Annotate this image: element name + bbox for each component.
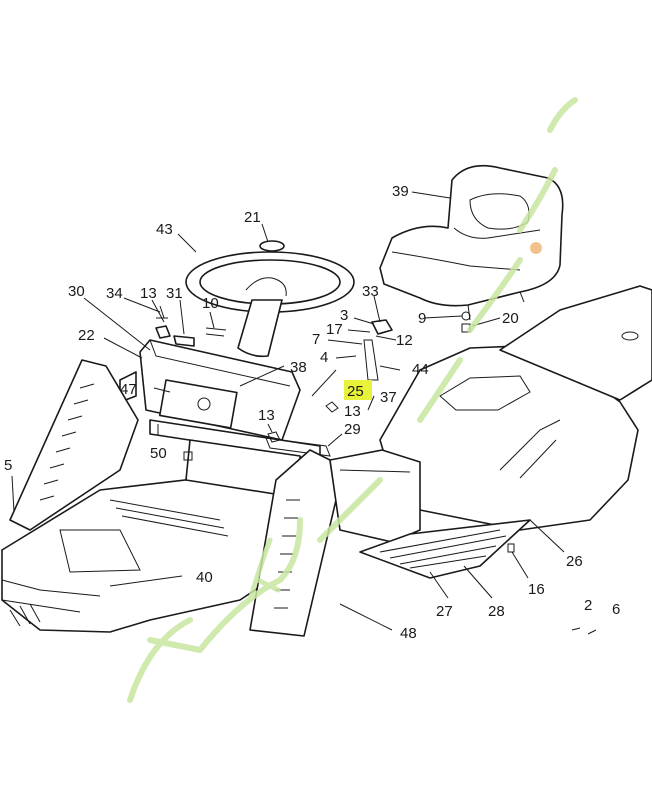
part-label[interactable]: 13 — [344, 403, 361, 420]
part-label-highlighted[interactable]: 25 — [347, 383, 364, 400]
part-label[interactable]: 40 — [196, 569, 213, 586]
part-label[interactable]: 43 — [156, 221, 173, 238]
dash-panel-drawing — [119, 305, 301, 441]
part-label[interactable]: 37 — [380, 389, 397, 406]
part-label[interactable]: 9 — [418, 310, 426, 327]
part-label[interactable]: 10 — [202, 295, 219, 312]
footrest-drawing — [359, 519, 531, 579]
part-label[interactable]: 28 — [488, 603, 505, 620]
part-label[interactable]: 50 — [150, 445, 167, 462]
part-label[interactable]: 20 — [502, 310, 519, 327]
seat-platform-drawing — [329, 339, 421, 543]
part-label[interactable]: 34 — [106, 285, 123, 302]
part-label[interactable]: 33 — [362, 283, 379, 300]
steering-wheel-drawing — [185, 240, 355, 358]
part-label[interactable]: 13 — [140, 285, 157, 302]
part-label[interactable]: 44 — [412, 361, 429, 378]
leader-lines — [11, 191, 565, 631]
part-label[interactable]: 47 — [120, 381, 137, 398]
rear-fender-drawing — [379, 285, 652, 531]
hood-drawing — [1, 469, 321, 633]
part-label[interactable]: 17 — [326, 321, 343, 338]
left-side-panel-drawing — [9, 359, 139, 531]
part-label[interactable]: 39 — [392, 183, 409, 200]
part-label[interactable]: 12 — [396, 332, 413, 349]
part-label[interactable]: 31 — [166, 285, 183, 302]
part-label[interactable]: 21 — [244, 209, 261, 226]
part-label[interactable]: 5 — [4, 457, 12, 474]
highlighted-part-box — [344, 380, 372, 400]
hardware-drawing — [183, 311, 597, 635]
part-label[interactable]: 48 — [400, 625, 417, 642]
part-label[interactable]: 29 — [344, 421, 361, 438]
part-label[interactable]: 2 — [584, 597, 592, 614]
part-label[interactable]: 38 — [290, 359, 307, 376]
part-label[interactable]: 16 — [528, 581, 545, 598]
part-label[interactable]: 30 — [68, 283, 85, 300]
forestwin-watermark — [127, 97, 578, 703]
part-label[interactable]: 7 — [312, 331, 320, 348]
part-label[interactable]: 26 — [566, 553, 583, 570]
part-label[interactable]: 3 — [340, 307, 348, 324]
part-label[interactable]: 6 — [612, 601, 620, 618]
part-label[interactable]: 4 — [320, 349, 328, 366]
seat-drawing — [379, 164, 564, 321]
part-number-labels: 2 3 4 5 6 7 9 10 12 13 13 13 16 17 20 21… — [4, 183, 620, 642]
part-label[interactable]: 22 — [78, 327, 95, 344]
part-label[interactable]: 13 — [258, 407, 275, 424]
part-label[interactable]: 27 — [436, 603, 453, 620]
